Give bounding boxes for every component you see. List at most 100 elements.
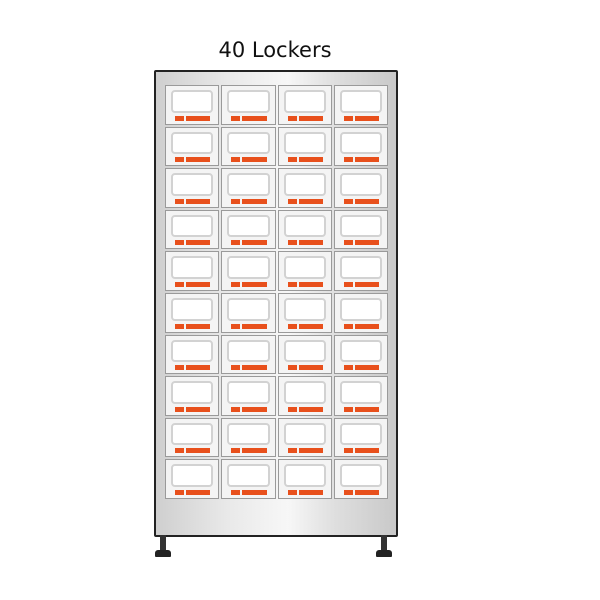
locker-window — [171, 464, 214, 487]
locker-label-bar — [186, 198, 211, 204]
locker-window — [227, 256, 270, 279]
locker-door[interactable] — [165, 126, 220, 167]
locker-window — [171, 422, 214, 446]
locker-door[interactable] — [333, 126, 388, 167]
locker-door[interactable] — [333, 376, 388, 416]
leg-left — [160, 535, 166, 551]
locker-number-tag — [343, 281, 353, 287]
locker-door[interactable] — [333, 85, 388, 125]
locker-door[interactable] — [221, 376, 276, 416]
locker-number-tag — [175, 115, 184, 121]
locker-number-tag — [175, 365, 184, 371]
locker-label-bar — [186, 365, 211, 371]
locker-label-bar — [354, 489, 379, 495]
locker-label-bar — [186, 448, 211, 454]
locker-window — [339, 464, 382, 487]
locker-door[interactable] — [221, 334, 276, 375]
locker-number-tag — [231, 365, 241, 371]
locker-window — [283, 339, 326, 363]
locker-number-tag — [287, 406, 297, 412]
locker-label-bar — [354, 365, 379, 371]
locker-label-bar — [298, 115, 323, 121]
locker-label-bar — [186, 281, 211, 287]
locker-door[interactable] — [165, 168, 220, 208]
locker-window — [339, 131, 382, 155]
locker-door[interactable] — [333, 209, 388, 250]
locker-label-bar — [242, 489, 267, 495]
locker-window — [283, 214, 326, 238]
locker-door[interactable] — [165, 376, 220, 416]
locker-door[interactable] — [221, 417, 276, 458]
locker-door[interactable] — [277, 376, 332, 416]
locker-door[interactable] — [277, 459, 332, 499]
locker-door[interactable] — [165, 417, 220, 458]
locker-window — [171, 131, 214, 155]
locker-door[interactable] — [165, 85, 220, 125]
locker-door[interactable] — [277, 417, 332, 458]
locker-window — [227, 339, 270, 363]
locker-door[interactable] — [333, 251, 388, 291]
locker-door[interactable] — [221, 459, 276, 499]
locker-window — [283, 297, 326, 321]
locker-door[interactable] — [277, 168, 332, 208]
locker-window — [227, 90, 270, 113]
locker-door[interactable] — [333, 292, 388, 333]
locker-door[interactable] — [165, 251, 220, 291]
locker-door[interactable] — [221, 209, 276, 250]
locker-number-tag — [287, 240, 297, 246]
locker-number-tag — [343, 489, 353, 495]
locker-label-bar — [354, 115, 379, 121]
locker-label-bar — [242, 115, 267, 121]
locker-door[interactable] — [221, 251, 276, 291]
locker-number-tag — [231, 157, 241, 163]
locker-door[interactable] — [333, 168, 388, 208]
locker-number-tag — [231, 240, 241, 246]
locker-number-tag — [287, 281, 297, 287]
locker-window — [171, 90, 214, 113]
locker-door[interactable] — [165, 209, 220, 250]
locker-window — [339, 381, 382, 404]
locker-window — [227, 297, 270, 321]
locker-label-bar — [298, 281, 323, 287]
locker-door[interactable] — [277, 292, 332, 333]
locker-label-bar — [298, 240, 323, 246]
locker-door[interactable] — [333, 459, 388, 499]
locker-door[interactable] — [221, 126, 276, 167]
locker-door[interactable] — [221, 85, 276, 125]
locker-door[interactable] — [277, 126, 332, 167]
locker-door[interactable] — [333, 334, 388, 375]
locker-number-tag — [231, 489, 241, 495]
locker-door[interactable] — [277, 85, 332, 125]
locker-door[interactable] — [277, 209, 332, 250]
foot-right — [376, 550, 392, 557]
locker-door[interactable] — [277, 251, 332, 291]
locker-window — [339, 173, 382, 196]
locker-number-tag — [287, 365, 297, 371]
locker-window — [339, 339, 382, 363]
locker-number-tag — [231, 115, 241, 121]
locker-door[interactable] — [221, 292, 276, 333]
locker-door[interactable] — [333, 417, 388, 458]
locker-door[interactable] — [165, 334, 220, 375]
locker-window — [227, 464, 270, 487]
locker-door[interactable] — [165, 459, 220, 499]
locker-number-tag — [343, 115, 353, 121]
locker-number-tag — [343, 448, 353, 454]
locker-window — [283, 173, 326, 196]
locker-number-tag — [287, 157, 297, 163]
locker-number-tag — [343, 365, 353, 371]
locker-number-tag — [175, 198, 184, 204]
locker-number-tag — [231, 406, 241, 412]
locker-window — [171, 381, 214, 404]
locker-door[interactable] — [277, 334, 332, 375]
locker-window — [283, 90, 326, 113]
locker-label-bar — [354, 281, 379, 287]
locker-window — [227, 381, 270, 404]
locker-label-bar — [186, 489, 211, 495]
locker-door[interactable] — [221, 168, 276, 208]
locker-window — [227, 173, 270, 196]
locker-label-bar — [354, 448, 379, 454]
locker-door[interactable] — [165, 292, 220, 333]
locker-number-tag — [231, 281, 241, 287]
locker-label-bar — [242, 365, 267, 371]
